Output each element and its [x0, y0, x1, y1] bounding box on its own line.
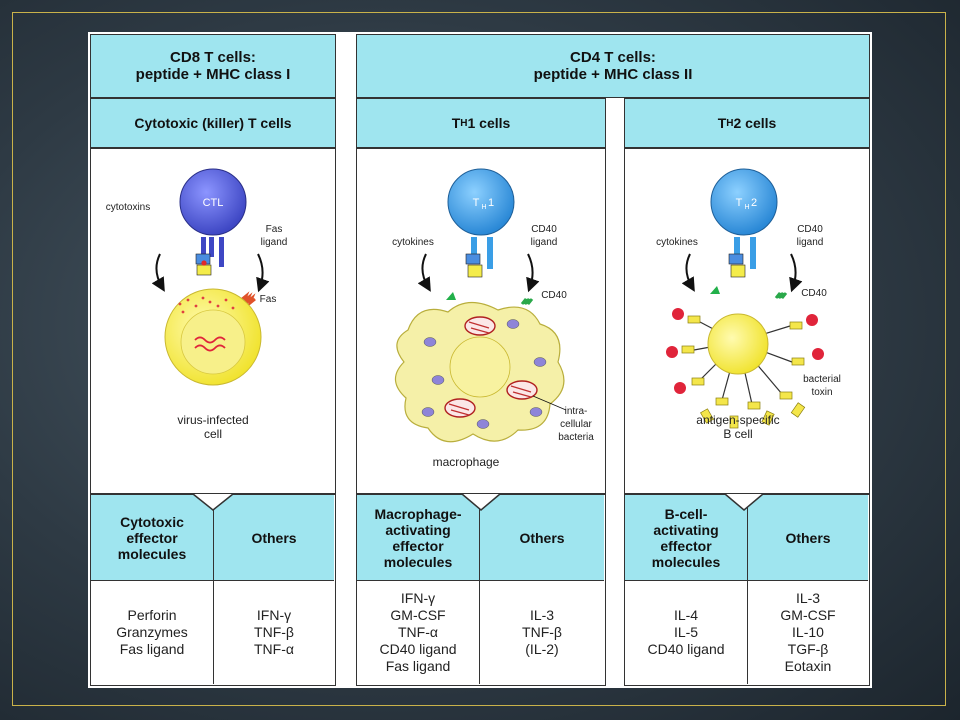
th1-bacteria-label-3: bacteria — [558, 432, 594, 443]
ctl-target-label-1: virus-infected — [177, 413, 248, 427]
ctl-target-label-2: cell — [204, 427, 222, 441]
ctl-cytotoxins-label: cytotoxins — [106, 202, 150, 213]
th1-effector-0: IFN-γ — [400, 590, 436, 606]
th1-macrophage-label: macrophage — [433, 455, 500, 469]
ctl-fas-label: Fas — [260, 294, 277, 305]
th2-target-label-1: antigen-specific — [696, 413, 779, 427]
th1-other-0: IL-3 — [529, 607, 555, 623]
th2-other-2: IL-10 — [792, 624, 824, 640]
th2-other-4: Eotaxin — [784, 658, 832, 674]
cytotoxic-effector-0: Perforin — [127, 607, 177, 623]
th2-cell-label-main: T — [736, 197, 743, 209]
th1-group: T H 1 cyt — [392, 168, 594, 469]
th1-bacteria-label-2: cellular — [560, 419, 592, 430]
cd4-header: CD4 T cells: peptide + MHC class II — [356, 34, 870, 98]
cytotoxic-title: Cytotoxic (killer) T cells — [90, 98, 336, 148]
th1-bacteria-label-1: intra- — [565, 406, 588, 417]
th2-effector-2: CD40 ligand — [647, 641, 725, 657]
th2-notch — [724, 493, 764, 511]
cd8-header: CD8 T cells: peptide + MHC class I — [90, 34, 336, 98]
ctl-label: CTL — [203, 197, 224, 209]
th1-cytokines-label: cytokines — [392, 237, 434, 248]
cytotoxic-effector-1: Granzymes — [116, 624, 188, 640]
intracellular-bacteria — [444, 316, 538, 418]
th1-title-rest: 1 cells — [467, 114, 511, 131]
ctl-fas-ligand-label-2: ligand — [261, 237, 288, 248]
th1-title-main: T — [451, 114, 461, 131]
th1-effector-1: GM-CSF — [390, 607, 446, 623]
th2-cell-label-rest: 2 — [751, 197, 757, 209]
th2-other-0: IL-3 — [795, 590, 821, 606]
cytotoxic-other-0: IFN-γ — [256, 607, 292, 623]
cytotoxic-notch — [192, 493, 234, 511]
th1-cell-label-sub: H — [481, 204, 486, 211]
th2-effector-header: B-cell- activating effector molecules — [625, 495, 748, 581]
th1-other-1: TNF-β — [522, 624, 562, 640]
bacterial-toxins — [666, 308, 824, 394]
th1-effector-table: Macrophage- activating effector molecule… — [356, 494, 606, 686]
th2-other-3: TGF-β — [787, 641, 829, 657]
ctl-cell — [179, 168, 247, 236]
th1-cell-label-rest: 1 — [488, 197, 494, 209]
cytotoxic-other-1: TNF-β — [254, 624, 294, 640]
th2-effector-0: IL-4 — [673, 607, 699, 623]
illustrations: CTL cytotoxins Fas ligand Fas virus-infe… — [106, 168, 841, 511]
cytotoxic-others-header-text: Others — [251, 529, 297, 546]
th2-other-1: GM-CSF — [780, 607, 836, 623]
th2-cell — [710, 168, 778, 236]
th2-effector-table: B-cell- activating effector molecules Ot… — [624, 494, 870, 686]
th2-target-label-2: B cell — [723, 427, 752, 441]
th1-title-sub: H — [460, 117, 468, 129]
th2-cytokines-label: cytokines — [656, 237, 698, 248]
th2-others-header: Others — [748, 495, 868, 581]
antigen-specific-b-cell — [707, 313, 769, 375]
th2-cd40-label: CD40 — [801, 288, 827, 299]
th1-effector-list: IFN-γ GM-CSF TNF-α CD40 ligand Fas ligan… — [357, 581, 480, 684]
th2-group: T H 2 — [656, 168, 841, 441]
ctl-fas-ligand-label-1: Fas — [266, 224, 283, 235]
th2-cell-label-sub: H — [744, 204, 749, 211]
ctl-group: CTL cytotoxins Fas ligand Fas virus-infe… — [106, 168, 288, 441]
th2-cd40-ligand-label-1: CD40 — [797, 224, 823, 235]
th1-notch — [461, 493, 501, 511]
th1-other-2: (IL-2) — [525, 641, 559, 657]
th2-effector-header-text: B-cell- activating effector molecules — [651, 505, 721, 570]
th2-effector-1: IL-5 — [673, 624, 699, 640]
th1-effector-3: CD40 ligand — [379, 641, 457, 657]
th2-toxin-label-2: toxin — [811, 387, 832, 398]
th2-others-list: IL-3 GM-CSF IL-10 TGF-β Eotaxin — [748, 581, 868, 684]
th1-others-header: Others — [480, 495, 604, 581]
cytotoxic-others-header: Others — [214, 495, 334, 581]
cytotoxic-effector-header: Cytotoxic effector molecules — [91, 495, 214, 581]
cytotoxic-effector-2: Fas ligand — [119, 641, 185, 657]
cytotoxic-effector-list: Perforin Granzymes Fas ligand — [91, 581, 214, 684]
th1-effector-header: Macrophage- activating effector molecule… — [357, 495, 480, 581]
slide-frame — [12, 12, 946, 706]
th2-toxin-label-1: bacterial — [803, 374, 841, 385]
cytotoxic-effector-header-text: Cytotoxic effector molecules — [117, 513, 187, 562]
th1-others-list: IL-3 TNF-β (IL-2) — [480, 581, 604, 684]
th2-cd40-ligand-label-2: ligand — [797, 237, 824, 248]
th1-effector-2: TNF-α — [398, 624, 438, 640]
th1-cd40-ligand-label-2: ligand — [531, 237, 558, 248]
th2-title-rest: 2 cells — [733, 114, 777, 131]
th1-cd40-ligand-label-1: CD40 — [531, 224, 557, 235]
th2-title-sub: H — [726, 117, 734, 129]
th2-effector-list: IL-4 IL-5 CD40 ligand — [625, 581, 748, 684]
th1-cd40-label: CD40 — [541, 290, 567, 301]
th1-cell — [447, 168, 515, 236]
cytotoxic-other-2: TNF-α — [254, 641, 294, 657]
th1-effector-header-text: Macrophage- activating effector molecule… — [374, 505, 462, 570]
cytotoxic-others-list: IFN-γ TNF-β TNF-α — [214, 581, 334, 684]
th2-others-header-text: Others — [785, 529, 831, 546]
t-cell-effector-figure: CD8 T cells: peptide + MHC class I CD4 T… — [88, 32, 872, 688]
th1-effector-4: Fas ligand — [385, 658, 451, 674]
th1-cell-label-main: T — [473, 197, 480, 209]
th2-title-main: T — [717, 114, 727, 131]
cytotoxic-effector-table: Cytotoxic effector molecules Others Perf… — [90, 494, 336, 686]
th1-others-header-text: Others — [519, 529, 565, 546]
